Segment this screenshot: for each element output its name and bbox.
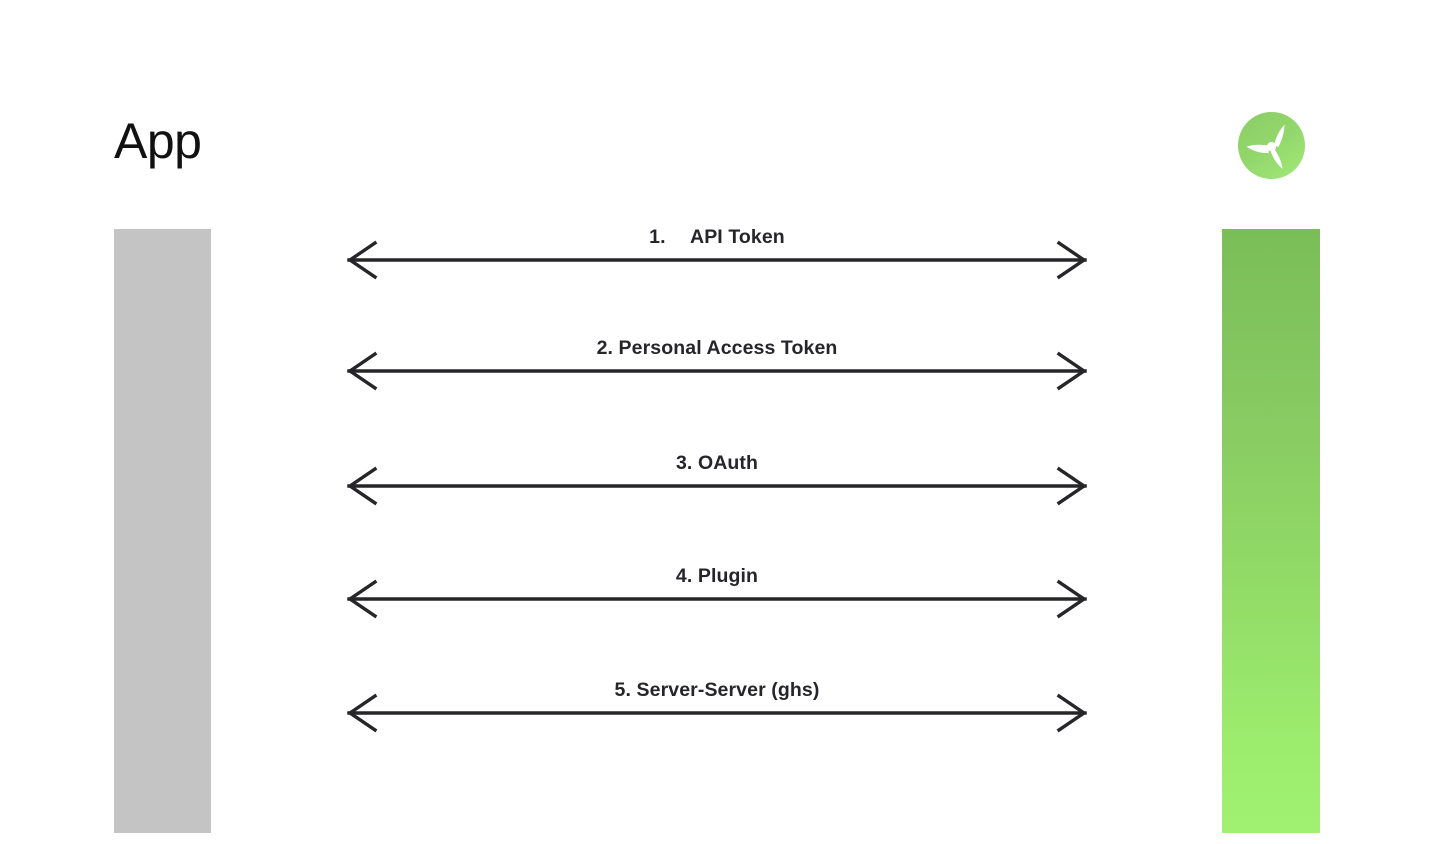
lifeline-bar-service [1222, 229, 1320, 833]
bidirectional-arrow-1 [343, 240, 1091, 280]
lifeline-bar-app [114, 229, 211, 833]
message-label-5: 5. Server-Server (ghs) [614, 678, 820, 701]
bidirectional-arrow-5 [343, 693, 1091, 733]
message-label-1: 1. API Token [649, 225, 785, 248]
bidirectional-arrow-2 [343, 351, 1091, 391]
message-label-3: 3. OAuth [675, 451, 759, 474]
message-label-4: 4. Plugin [675, 564, 759, 587]
page-title: App [114, 113, 202, 169]
bidirectional-arrow-4 [343, 579, 1091, 619]
message-label-2: 2. Personal Access Token [596, 336, 838, 359]
bidirectional-arrow-3 [343, 466, 1091, 506]
propeller-logo-icon [1237, 111, 1306, 180]
